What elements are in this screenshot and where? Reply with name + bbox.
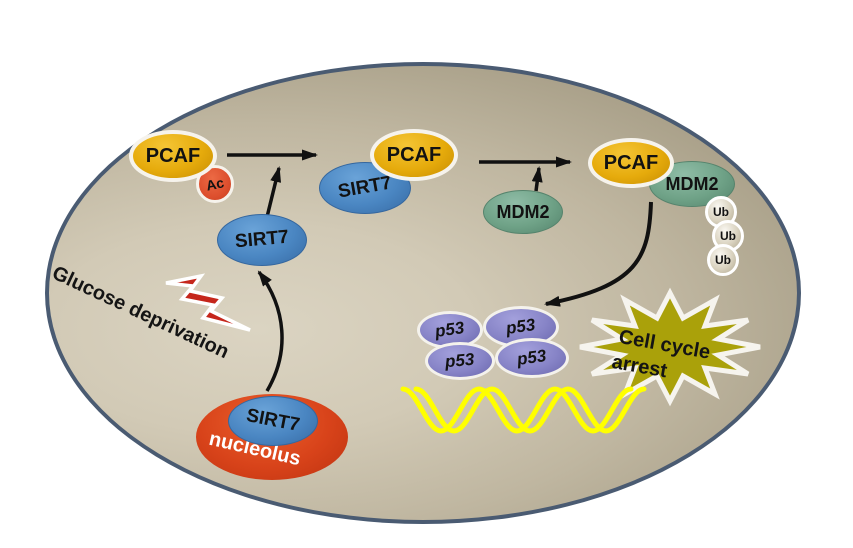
pcaf-mdm2-pcaf-oval: PCAF — [588, 138, 674, 188]
dna-double-helix-icon — [400, 386, 647, 434]
sirt7-cytoplasmic-oval: SIRT7 — [217, 214, 307, 266]
arrow-nucleolus-to-sirt7 — [257, 270, 284, 392]
sirt7-nucleolar-oval: SIRT7 — [228, 396, 318, 446]
p53-oval-4: p53 — [495, 338, 569, 378]
pcaf-free-label: PCAF — [145, 144, 201, 167]
arrow-complex-to-p53 — [544, 201, 653, 307]
acetyl-badge: Ac — [196, 165, 234, 203]
p53-label-2: p53 — [505, 315, 537, 338]
sirt7-complex-label: SIRT7 — [336, 172, 394, 203]
ubiquitin-2-label: Ub — [720, 229, 736, 243]
mdm2-complex-label: MDM2 — [665, 173, 719, 194]
mdm2-free-label: MDM2 — [496, 201, 550, 222]
p53-label-3: p53 — [444, 349, 476, 372]
p53-label-4: p53 — [516, 346, 548, 369]
pcaf-free-oval: PCAF — [129, 130, 217, 182]
pcaf-complex-oval: PCAF — [370, 129, 458, 181]
pcaf-complex-label: PCAF — [386, 143, 442, 166]
pcaf-mdm2-pcaf-label: PCAF — [603, 151, 659, 174]
p53-label-1: p53 — [434, 318, 466, 341]
p53-oval-3: p53 — [425, 342, 495, 380]
ubiquitin-3: Ub — [707, 244, 739, 276]
starburst-shape — [579, 287, 761, 407]
arrow-mdm2-up — [531, 166, 543, 192]
arrow-sirt7-up — [265, 166, 282, 218]
sirt7-cytoplasmic-label: SIRT7 — [234, 226, 290, 253]
sirt7-nucleolar-label: SIRT7 — [244, 405, 302, 436]
lightning-bolt-icon — [165, 273, 251, 332]
acetyl-label: Ac — [204, 174, 226, 194]
ubiquitin-3-label: Ub — [715, 253, 731, 267]
ubiquitin-1-label: Ub — [713, 205, 729, 219]
mdm2-free-oval: MDM2 — [483, 190, 563, 234]
